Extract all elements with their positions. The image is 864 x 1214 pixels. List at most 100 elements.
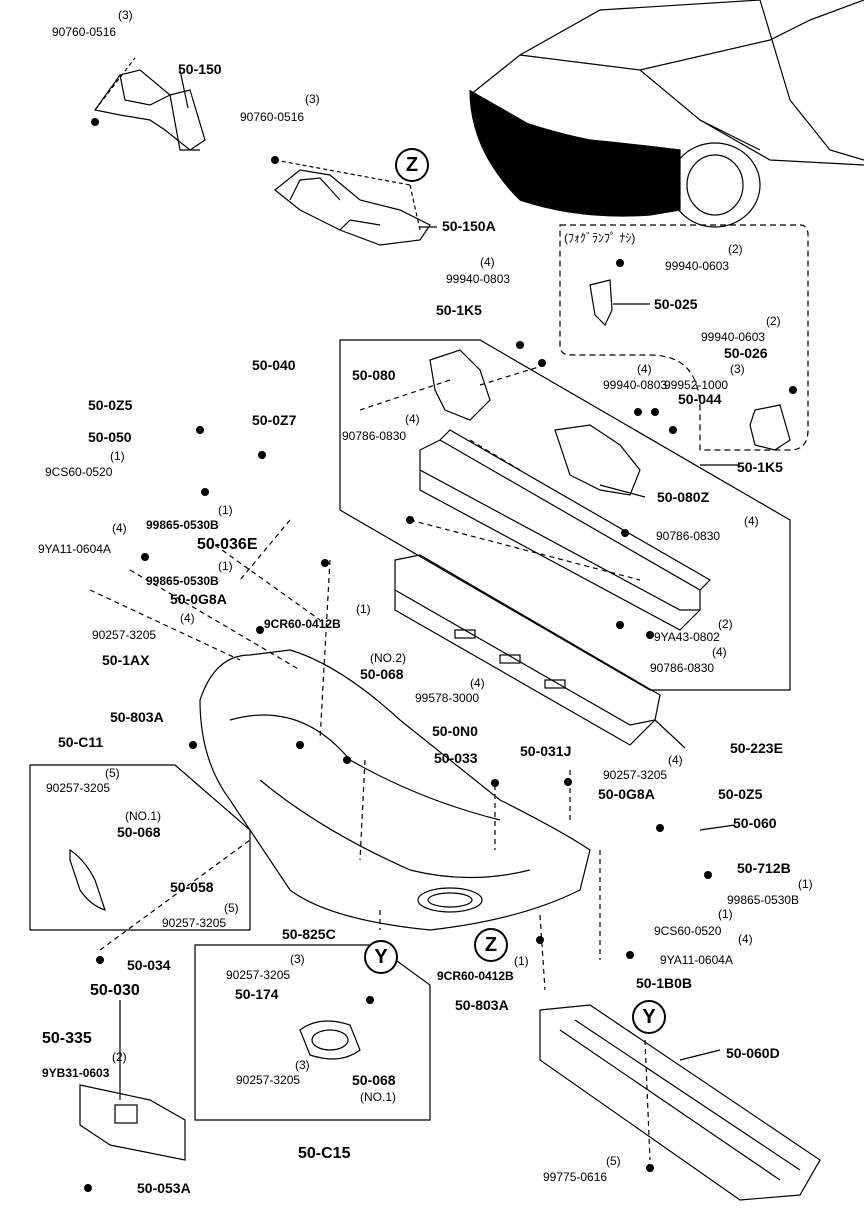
- part-label: 90257-3205: [92, 628, 157, 642]
- bracket-set-50-C11: [29, 764, 251, 931]
- part-label: 50-825C: [282, 926, 336, 942]
- callout-z: Z: [474, 928, 508, 962]
- part-label: 90760-0516: [240, 110, 305, 124]
- part-label: 50-1K5: [737, 459, 783, 475]
- fasteners: [84, 118, 797, 1192]
- qty-label: (1): [110, 449, 125, 463]
- qty-label: (4): [480, 255, 495, 269]
- qty-label: (NO.1): [125, 809, 161, 823]
- fog-lamp-assembly: [299, 1020, 361, 1060]
- part-label: 50-150A: [442, 218, 496, 234]
- part-label: 99865-0530B: [146, 518, 219, 532]
- part-label: 50-803A: [110, 709, 164, 725]
- part-label: 90760-0516: [52, 25, 117, 39]
- part-label: 50-712B: [737, 860, 791, 876]
- part-label: 99952-1000: [664, 378, 729, 392]
- part-label: 50-0Z5: [718, 786, 763, 802]
- part-label: 50-036E: [197, 536, 258, 553]
- qty-label: (1): [356, 602, 371, 616]
- part-label: 50-068: [117, 824, 161, 840]
- qty-label: (1): [718, 907, 733, 921]
- part-label: 50-050: [88, 429, 132, 445]
- leader-lines: [89, 364, 651, 1161]
- qty-label: (NO.1): [360, 1090, 396, 1104]
- part-label: 50-0Z5: [88, 397, 133, 413]
- part-label: 50-0Z7: [252, 412, 297, 428]
- part-label: 90257-3205: [46, 781, 111, 795]
- qty-label: (4): [112, 521, 127, 535]
- bracket-50-080: [429, 349, 491, 421]
- part-label: 9YA43-0802: [654, 630, 720, 644]
- part-label: 99865-0530B: [146, 574, 219, 588]
- callout-y: Y: [632, 1000, 666, 1034]
- part-label: 50-025: [654, 296, 698, 312]
- part-label: 50-034: [127, 957, 171, 973]
- qty-label: (1): [218, 503, 233, 517]
- part-label: 50-C15: [298, 1145, 351, 1162]
- qty-label: (2): [718, 617, 733, 631]
- qty-label: (NO.2): [370, 651, 406, 665]
- qty-label: (2): [112, 1050, 127, 1064]
- part-label: 99865-0530B: [727, 893, 800, 907]
- fog-lamp-boundary: [559, 224, 809, 451]
- part-label: 9CS60-0520: [45, 465, 113, 479]
- qty-label: (4): [180, 611, 195, 625]
- part-label: 50-030: [90, 982, 140, 999]
- qty-label: (5): [105, 766, 120, 780]
- bracket-50-025: [589, 279, 613, 327]
- part-label: 50-174: [235, 986, 279, 1002]
- qty-label: (4): [712, 645, 727, 659]
- part-label: 50-335: [42, 1030, 92, 1047]
- callout-z: Z: [395, 148, 429, 182]
- qty-label: (2): [766, 314, 781, 328]
- qty-label: (1): [514, 954, 529, 968]
- part-label: 50-026: [724, 345, 768, 361]
- part-label: 9YB31-0603: [42, 1066, 110, 1080]
- front-bumper: [199, 649, 591, 931]
- bracket-50-026: [749, 404, 791, 451]
- part-label: 90786-0830: [650, 661, 715, 675]
- qty-label: (3): [295, 1058, 310, 1072]
- part-label: 50-0G8A: [598, 786, 655, 802]
- part-label: 90257-3205: [162, 916, 227, 930]
- car-illustration: [469, 0, 864, 228]
- part-label: 50-C11: [58, 734, 104, 750]
- part-label: 50-053A: [137, 1180, 191, 1196]
- part-label: 50-031J: [520, 743, 572, 759]
- bracket-50-150A: [274, 159, 431, 246]
- frame-50-040: [339, 339, 791, 691]
- part-label: 99775-0616: [543, 1170, 608, 1184]
- part-label: 50-0N0: [432, 723, 478, 739]
- part-label: 9CR60-0412B: [264, 617, 341, 631]
- part-label: 99940-0603: [701, 330, 766, 344]
- part-label: 90257-3205: [603, 768, 668, 782]
- bumper-reinforcement: [419, 429, 711, 631]
- qty-label: (4): [744, 514, 759, 528]
- under-cover-50-060D: [539, 1004, 821, 1201]
- qty-label: (3): [305, 92, 320, 106]
- part-label: 99940-0603: [665, 259, 730, 273]
- part-label: 9YA11-0604A: [38, 542, 111, 556]
- part-label: 90257-3205: [236, 1073, 301, 1087]
- fog-lamp-note: (ﾌｫｸﾞﾗﾝﾌﾟ ﾅｼ): [564, 231, 636, 245]
- bracket-50-150: [93, 57, 206, 151]
- part-label: 50-080Z: [657, 489, 710, 505]
- part-label: 50-1B0B: [636, 975, 693, 991]
- part-label: 50-033: [434, 750, 478, 766]
- part-label: 50-803A: [455, 997, 509, 1013]
- part-label: 50-0G8A: [170, 591, 227, 607]
- part-label: 99940-0803: [603, 378, 668, 392]
- fog-lamp-set-50-C15: [194, 944, 431, 1121]
- qty-label: (4): [668, 753, 683, 767]
- part-label: 90257-3205: [226, 968, 291, 982]
- qty-label: (1): [798, 877, 813, 891]
- part-label: 90786-0830: [342, 429, 407, 443]
- part-label: 50-060D: [726, 1045, 780, 1061]
- part-label: 90786-0830: [656, 529, 721, 543]
- callout-y: Y: [364, 940, 398, 974]
- bracket-50-080Z: [554, 424, 641, 496]
- qty-label: (2): [728, 242, 743, 256]
- part-label: 50-1K5: [436, 302, 482, 318]
